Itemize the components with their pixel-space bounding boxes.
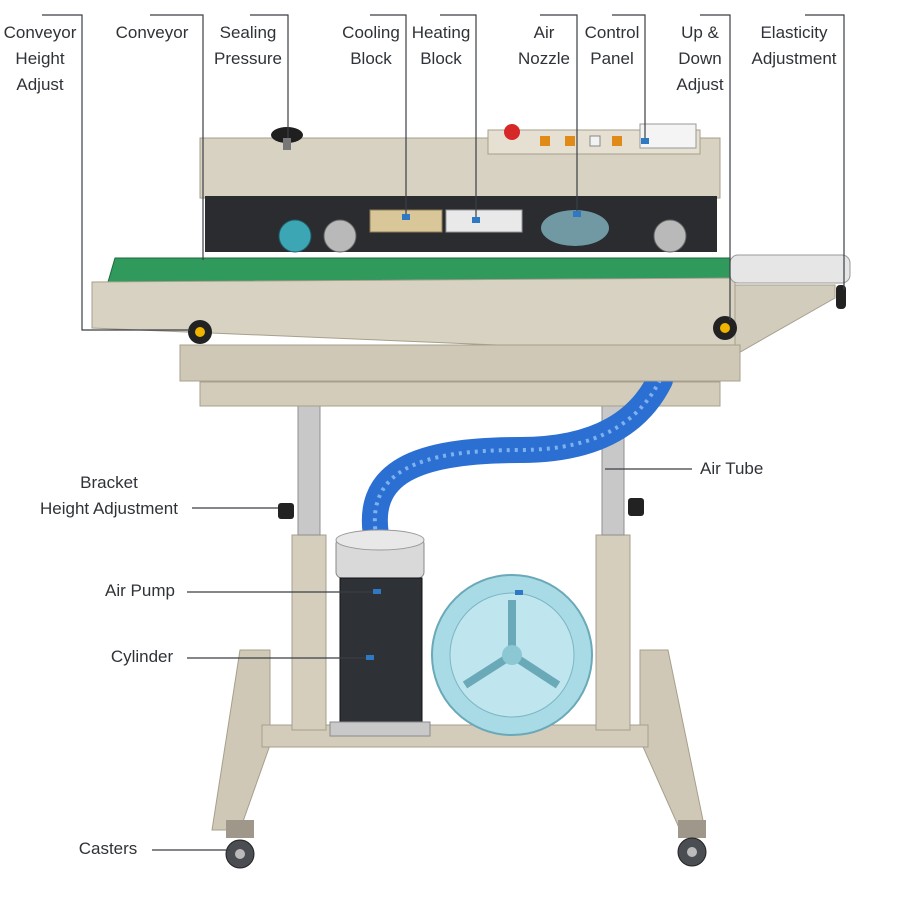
callout-control-panel: Control Panel [584,23,640,68]
sealer-head [199,137,721,253]
bracket-height-knob-right[interactable] [628,498,644,516]
callout-air-nozzle: Air Nozzle [518,23,570,68]
callout-conveyor: Conveyor [115,23,189,42]
callout-sealing-pressure: Sealing Pressure [213,23,283,68]
control-panel[interactable] [487,123,701,155]
leader-accents [366,138,649,660]
air-tube [361,367,673,558]
cylinder [329,529,431,737]
callout-heating-block: Heating Block [411,23,471,68]
conveyor [91,254,851,382]
callout-cylinder: Cylinder [110,647,174,666]
base-frame [211,649,706,831]
callout-conveyor-height-adjust: Conveyor Height Adjust [3,23,77,94]
callout-bracket-height-adjustment: Bracket Height Adjustment [40,473,178,518]
callout-up-down-adjust: Up & Down Adjust [676,23,724,94]
air-pump [431,574,593,736]
leader-lines [42,14,845,851]
caster-left[interactable] [225,820,255,869]
elasticity-knob[interactable] [836,285,846,309]
callout-air-tube: Air Tube [700,459,764,478]
callout-air-pump: Air Pump [105,581,175,600]
bracket-height-knob-left[interactable] [278,503,294,519]
callout-elasticity-adjustment: Elasticity Adjustment [751,23,837,68]
up-down-adjust-knob[interactable] [713,316,737,340]
callout-casters: Casters [78,839,138,858]
caster-right[interactable] [677,820,707,867]
sealing-pressure-knob[interactable] [271,127,303,150]
callout-cooling-block: Cooling Block [342,23,400,68]
conveyor-height-knob[interactable] [188,320,212,344]
